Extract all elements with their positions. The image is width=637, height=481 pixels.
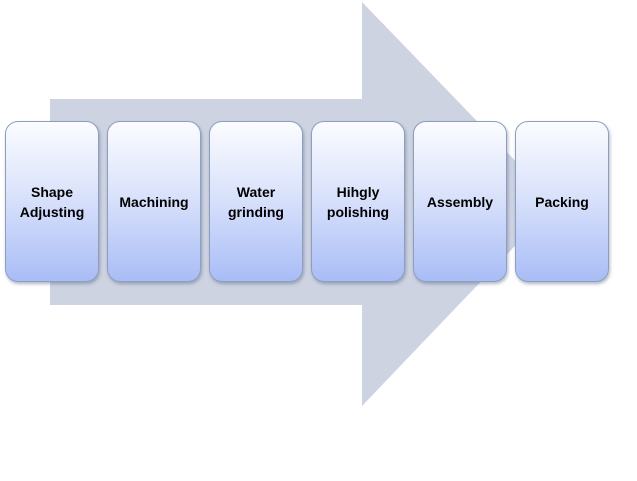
step-label: Machining <box>119 193 189 210</box>
step-label: Packing <box>535 193 589 210</box>
step-highly-polishing: Hihgly polishing <box>311 121 405 282</box>
process-arrow-shape <box>50 2 556 406</box>
step-label: Water grinding <box>228 183 284 220</box>
step-water-grinding: Water grinding <box>209 121 303 282</box>
step-label: Assembly <box>426 193 494 210</box>
step-packing: Packing <box>515 121 609 282</box>
step-machining: Machining <box>107 121 201 282</box>
step-label: Shape Adjusting <box>19 183 85 220</box>
step-shape-adjusting: Shape Adjusting <box>5 121 99 282</box>
step-label: Hihgly polishing <box>326 183 390 220</box>
step-assembly: Assembly <box>413 121 507 282</box>
